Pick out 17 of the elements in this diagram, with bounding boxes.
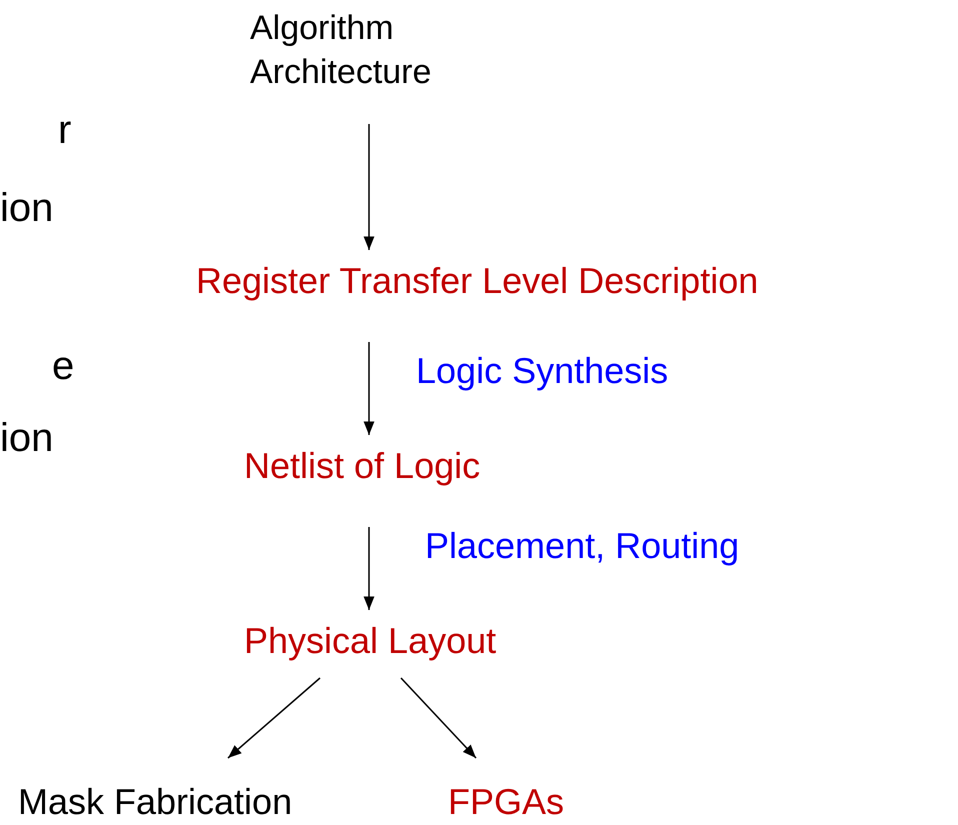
text-fragment: e: [52, 343, 74, 390]
node-text: FPGAs: [448, 780, 564, 824]
node-text: Physical Layout: [244, 618, 496, 664]
arrow: [364, 124, 374, 250]
edge-label: Logic Synthesis: [416, 349, 668, 393]
text-fragment: r: [58, 107, 72, 154]
arrow: [364, 342, 374, 435]
text-fragment: ion: [0, 415, 54, 462]
edge-label: Placement, Routing: [425, 524, 740, 568]
arrow: [364, 527, 374, 610]
node-text: Algorithm Architecture: [250, 6, 470, 94]
arrow: [228, 677, 320, 759]
node-text: Netlist of Logic: [244, 443, 480, 489]
node-text: Register Transfer Level Description: [196, 258, 758, 304]
node-text: Mask Fabrication: [18, 780, 292, 824]
text-fragment: ion: [0, 185, 54, 232]
arrow: [400, 677, 477, 759]
